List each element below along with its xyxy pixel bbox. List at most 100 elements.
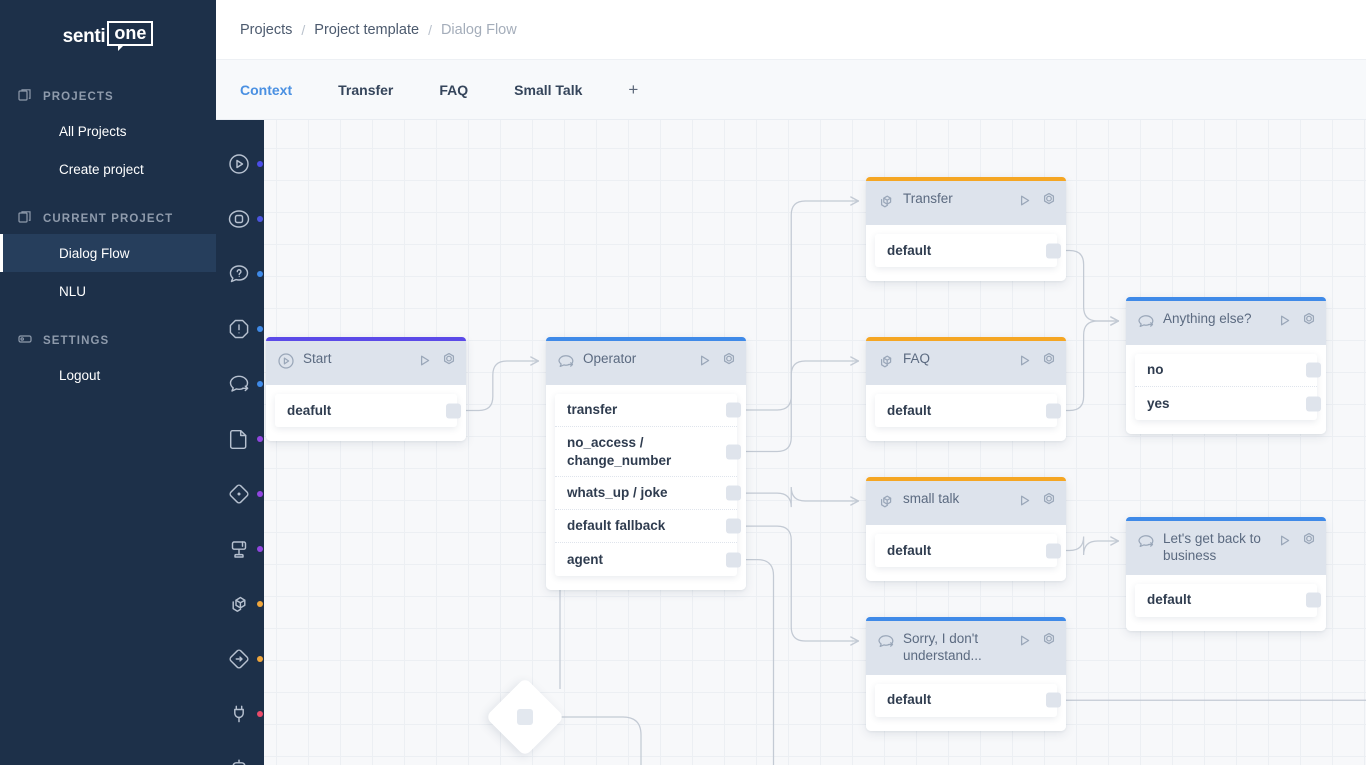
breadcrumb-item-projects[interactable]: Projects <box>240 21 293 38</box>
node-row-port[interactable] <box>446 403 461 418</box>
node-row[interactable]: default <box>875 534 1061 567</box>
node-row[interactable]: transfer <box>555 394 741 427</box>
node-title: small talk <box>903 491 960 506</box>
run-node-button[interactable] <box>1017 193 1032 213</box>
flow-node-smalltalk[interactable]: small talk default <box>866 477 1066 581</box>
node-row[interactable]: no <box>1135 354 1321 387</box>
flow-node-operator[interactable]: Operator transfer no_access / change_numbe… <box>546 337 746 591</box>
rail-item-robot[interactable] <box>216 741 264 765</box>
flow-node-transfer[interactable]: Transfer default <box>866 177 1066 281</box>
sidebar-item-dialog-flow[interactable]: Dialog Flow <box>0 234 216 272</box>
node-row[interactable]: deafult <box>275 394 461 427</box>
rail-item-boxes[interactable] <box>216 576 264 631</box>
flow-node-getback[interactable]: Let's get back to business default <box>1126 517 1326 631</box>
sidebar-item-nlu[interactable]: NLU <box>0 272 216 310</box>
node-settings-icon[interactable] <box>1041 492 1057 513</box>
connection-edges <box>453 196 1366 765</box>
node-row-label: default <box>887 692 932 708</box>
node-settings-icon[interactable] <box>441 352 457 373</box>
node-settings-icon[interactable] <box>1041 632 1057 653</box>
node-title: Transfer <box>903 191 953 206</box>
tab-context[interactable]: Context <box>240 81 293 98</box>
node-row-port[interactable] <box>726 518 741 534</box>
tab-add-button[interactable]: + <box>628 79 639 99</box>
node-row-port[interactable] <box>1046 403 1061 418</box>
copy-icon <box>18 88 32 107</box>
node-header[interactable]: Start <box>266 341 466 385</box>
node-row[interactable]: whats_up / joke <box>555 477 741 511</box>
sidebar-item-logout[interactable]: Logout <box>0 356 216 394</box>
node-settings-icon[interactable] <box>721 352 737 373</box>
node-settings-icon[interactable] <box>1041 352 1057 373</box>
node-row[interactable]: no_access / change_number <box>555 427 741 478</box>
node-row-port[interactable] <box>1046 543 1061 558</box>
node-row-port[interactable] <box>726 485 741 501</box>
node-row[interactable]: default <box>875 234 1061 267</box>
node-header[interactable]: Sorry, I don't understand... <box>866 621 1066 675</box>
node-row-port[interactable] <box>1046 243 1061 258</box>
tab-small-talk[interactable]: Small Talk <box>514 81 583 98</box>
node-accent-bar <box>866 177 1066 181</box>
node-row[interactable]: default <box>875 394 1061 427</box>
rail-item-bubble-arrow[interactable] <box>216 356 264 411</box>
node-row[interactable]: agent <box>555 543 741 576</box>
node-row-port[interactable] <box>1306 592 1321 608</box>
run-node-button[interactable] <box>1277 533 1292 553</box>
sidebar-item-create-project[interactable]: Create project <box>0 150 216 188</box>
top-bar: Projects / Project template / Dialog Flo… <box>216 0 1366 60</box>
rail-item-diamond-arrow[interactable] <box>216 631 264 686</box>
tab-transfer[interactable]: Transfer <box>338 81 394 98</box>
logo[interactable]: senti one <box>0 0 216 66</box>
flow-node-sorry[interactable]: Sorry, I don't understand... default <box>866 617 1066 731</box>
sidebar-item-all-projects[interactable]: All Projects <box>0 112 216 150</box>
node-row-label: transfer <box>567 402 618 418</box>
rail-item-status-dot <box>257 710 263 717</box>
logo-text-one: one <box>107 20 154 51</box>
node-header[interactable]: Operator <box>546 341 746 385</box>
node-palette-rail[interactable] <box>216 120 264 765</box>
rail-item-play-circle[interactable] <box>216 136 264 191</box>
node-settings-icon[interactable] <box>1301 532 1317 553</box>
node-header[interactable]: small talk <box>866 481 1066 525</box>
run-node-button[interactable] <box>1017 353 1032 373</box>
rail-item-alert-octagon[interactable] <box>216 301 264 356</box>
node-header[interactable]: Transfer <box>866 181 1066 225</box>
breadcrumb-item-project-template[interactable]: Project template <box>314 21 420 38</box>
node-row-port[interactable] <box>726 402 741 418</box>
node-row[interactable]: default <box>875 684 1061 717</box>
node-header[interactable]: Anything else? <box>1126 301 1326 345</box>
node-accent-bar <box>866 617 1066 621</box>
flow-node-faq[interactable]: FAQ default <box>866 337 1066 441</box>
node-settings-icon[interactable] <box>1041 192 1057 213</box>
run-node-button[interactable] <box>697 353 712 373</box>
rail-item-stop-circle[interactable] <box>216 191 264 246</box>
node-row[interactable]: default <box>1135 584 1321 617</box>
node-row-port[interactable] <box>1306 396 1321 411</box>
node-body: deafult <box>266 385 466 441</box>
node-row[interactable]: default fallback <box>555 510 741 544</box>
rail-item-diamond-dot[interactable] <box>216 466 264 521</box>
node-row-port[interactable] <box>1046 692 1061 708</box>
node-row-port[interactable] <box>726 552 741 568</box>
node-header[interactable]: FAQ <box>866 341 1066 385</box>
run-node-button[interactable] <box>1277 313 1292 333</box>
node-row[interactable]: yes <box>1135 387 1321 420</box>
dialog-flow-canvas[interactable]: Start deafult Operator transfer no_access / … <box>216 120 1366 765</box>
rail-item-question-bubble[interactable] <box>216 246 264 301</box>
node-settings-icon[interactable] <box>1301 312 1317 333</box>
run-node-button[interactable] <box>1017 493 1032 513</box>
run-node-button[interactable] <box>1017 633 1032 653</box>
flow-node-start[interactable]: Start deafult <box>266 337 466 441</box>
node-header[interactable]: Let's get back to business <box>1126 521 1326 575</box>
run-node-button[interactable] <box>417 353 432 373</box>
tab-faq[interactable]: FAQ <box>439 81 469 98</box>
rail-item-file[interactable] <box>216 411 264 466</box>
node-row-port[interactable] <box>726 444 741 460</box>
flow-node-junction[interactable] <box>485 677 565 757</box>
rail-item-stamp[interactable] <box>216 521 264 576</box>
node-row-port[interactable] <box>1306 362 1321 378</box>
rail-item-plug[interactable] <box>216 686 264 741</box>
